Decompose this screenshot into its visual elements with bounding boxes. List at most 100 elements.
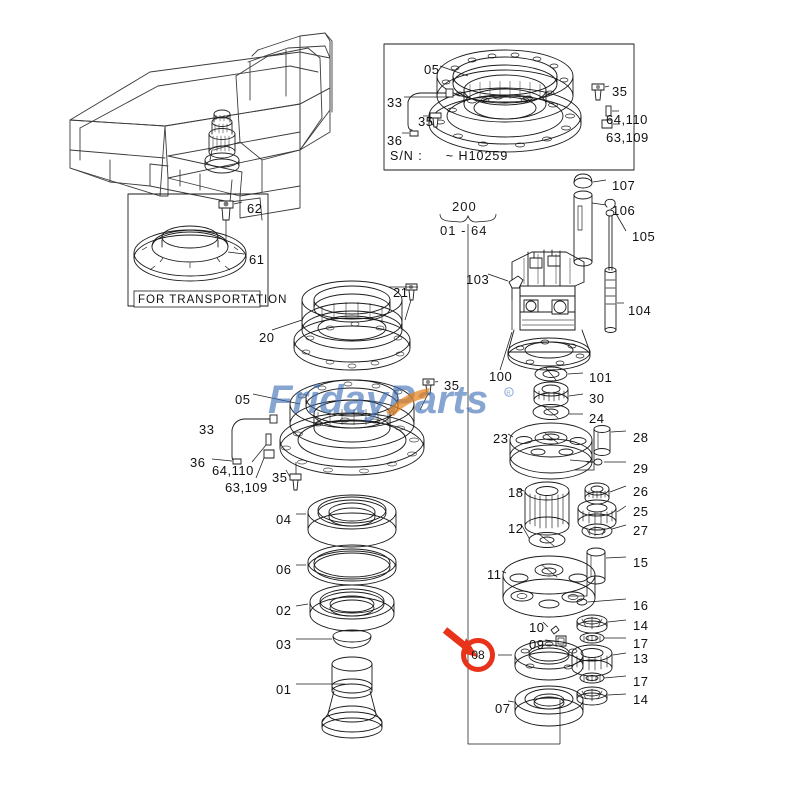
part-callout-21: 21: [393, 285, 409, 300]
cap-03: [332, 629, 372, 649]
part-callout-17: 17: [633, 674, 649, 689]
pin-29: [586, 458, 603, 466]
group-number-range: 01 - 64: [440, 223, 488, 238]
hose-33: [407, 92, 453, 103]
part-callout-104: 104: [628, 303, 652, 318]
bearing-14-top: [576, 614, 608, 634]
part-callout-18: 18: [508, 485, 524, 500]
washer-36: [409, 130, 419, 137]
retainer-17-top: [579, 632, 605, 644]
part-callout-11: 11: [487, 567, 502, 582]
part-callout-35: 35: [272, 470, 288, 485]
sn-prefix: S/N :: [390, 149, 423, 163]
clamp-63-109-lower: [263, 449, 275, 459]
part-callout-101: 101: [589, 370, 613, 385]
ring-20: [293, 280, 411, 371]
housing-11: [502, 555, 596, 618]
part-callout-62: 62: [247, 201, 263, 216]
part-callout-26: 26: [633, 484, 649, 499]
plate-08: [514, 640, 584, 681]
highlight-circle-08: 08: [461, 638, 495, 672]
dipstick-105-104: [604, 198, 617, 333]
highlight-part-number: 08: [471, 648, 485, 662]
part-callout-33: 33: [199, 422, 215, 437]
seal-02: [309, 584, 395, 632]
swing-bearing-upper: [436, 49, 574, 123]
part-callout-07: 07: [495, 701, 511, 716]
group-number-top: 200: [452, 199, 477, 214]
pin-15: [586, 547, 606, 585]
excavator-illustration: [69, 32, 333, 221]
bearing-04: [307, 494, 397, 548]
part-callout-14: 14: [633, 692, 649, 707]
pin-64-110: [605, 105, 612, 117]
part-callout-02: 02: [276, 603, 292, 618]
excavator-highlight-part: [204, 109, 240, 174]
part-callout-36: 36: [190, 455, 206, 470]
transportation-box: [127, 193, 269, 308]
bearing-07: [514, 685, 584, 727]
part-callout-100: 100: [489, 369, 513, 384]
group-bracket: [439, 213, 497, 223]
part-callout-17: 17: [633, 636, 649, 651]
transportation-caption: FOR TRANSPORTATION: [138, 294, 288, 306]
top-right-assembly-box: [383, 43, 635, 171]
pin-28: [593, 425, 611, 456]
part-callout-05: 05: [235, 392, 251, 407]
bolt-35-right: [591, 83, 605, 101]
part-callout-107: 107: [612, 178, 636, 193]
bolt-35-right-lower: [422, 378, 435, 395]
swing-bearing-lower-flange: [428, 87, 582, 153]
snapring-101: [534, 366, 568, 382]
part-callout-105: 105: [632, 229, 656, 244]
clamp-63-109: [601, 119, 613, 129]
cylinder-block-18: [524, 481, 570, 536]
part-callout-15: 15: [633, 555, 649, 570]
part-callout-33: 33: [387, 95, 403, 110]
part-callout-35: 35: [418, 114, 434, 129]
part-callout-25: 25: [633, 504, 649, 519]
part-callout-24: 24: [589, 411, 605, 426]
part-callout-28: 28: [633, 430, 649, 445]
bolt-35-left: [429, 112, 442, 128]
part-callout-03: 03: [276, 637, 292, 652]
washer-36-lower: [232, 458, 242, 465]
part-callout-106: 106: [612, 203, 636, 218]
part-callout-35: 35: [612, 84, 628, 99]
cap-107: [573, 173, 593, 189]
bearing-14-bottom: [576, 686, 608, 706]
part-callout-64-110: 64,110: [606, 112, 648, 127]
pin-10: [550, 625, 560, 635]
fitting-103: [508, 275, 524, 300]
gear-25: [577, 499, 617, 531]
part-callout-63-109: 63,109: [225, 480, 268, 495]
hose-33-lower: [231, 418, 277, 431]
serial-number-label: S/N : ~ H10259: [390, 149, 508, 163]
part-callout-04: 04: [276, 512, 292, 527]
part-callout-29: 29: [633, 461, 649, 476]
part-callout-16: 16: [633, 598, 649, 613]
part-callout-103: 103: [466, 272, 490, 287]
part-callout-06: 06: [276, 562, 292, 577]
tube-106: [573, 190, 593, 267]
part-callout-61: 61: [249, 252, 265, 267]
bolt-35-lower: [289, 473, 302, 491]
bolt-21: [405, 283, 418, 301]
pin-64-110-lower: [265, 433, 272, 446]
sn-value: ~ H10259: [445, 149, 509, 163]
part-callout-01: 01: [276, 682, 292, 697]
part-callout-36: 36: [387, 133, 403, 148]
bolt-holes-upper: [441, 52, 569, 103]
part-callout-64-110: 64,110: [212, 463, 254, 478]
part-callout-63-109: 63,109: [606, 130, 649, 145]
shaft-01: [321, 656, 383, 739]
hub-30: [533, 381, 569, 408]
plate-12: [528, 532, 566, 548]
bearing-27: [581, 523, 613, 539]
part-callout-20: 20: [259, 330, 275, 345]
retainer-17-bottom: [579, 672, 605, 684]
part-callout-27: 27: [633, 523, 649, 538]
ring-06: [307, 544, 397, 586]
